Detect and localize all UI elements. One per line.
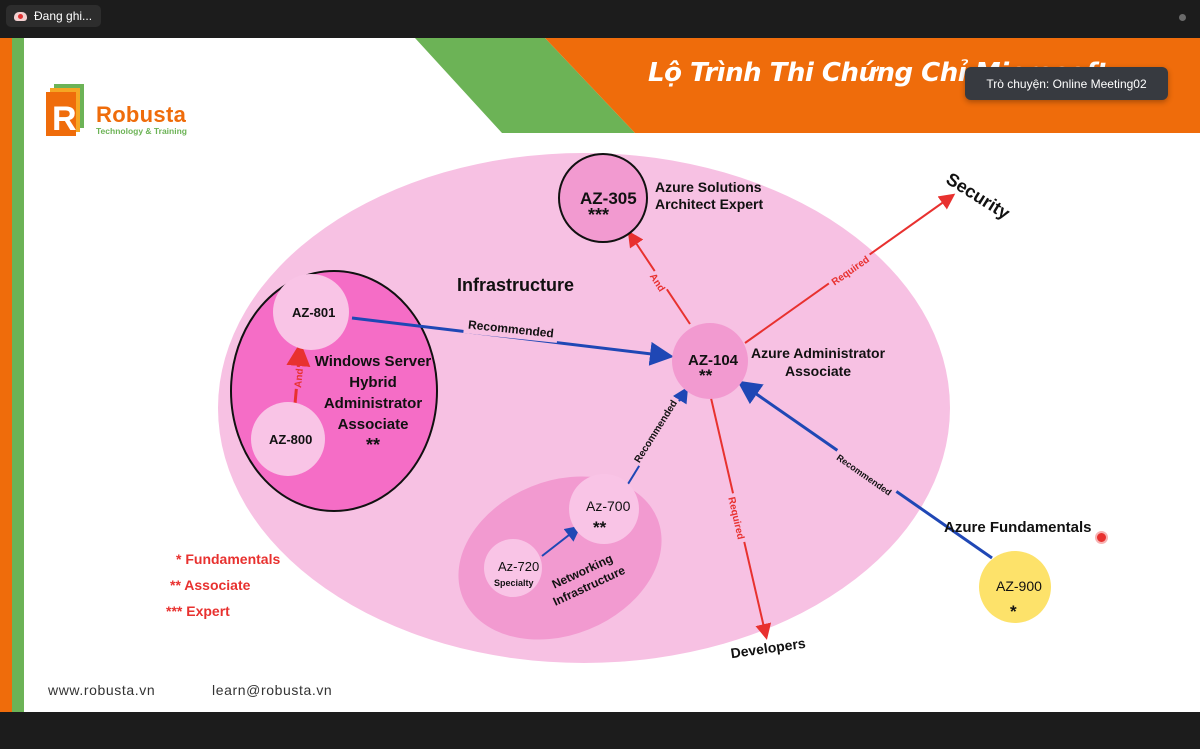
meeting-bottom-bar — [0, 712, 1200, 749]
developers-label: Developers — [730, 635, 807, 661]
chat-tooltip[interactable]: Trò chuyện: Online Meeting02 — [965, 67, 1168, 100]
az720-specialty: Specialty — [494, 578, 534, 588]
and-label-az800: And — [293, 368, 306, 388]
windows-server-line3: Administrator — [323, 395, 423, 412]
recording-indicator[interactable]: Đang ghi... — [6, 5, 102, 27]
az800-node — [251, 402, 325, 476]
certification-diagram: Recommended And And Required Required Re… — [218, 153, 1051, 663]
az801-code: AZ-801 — [292, 305, 336, 320]
cloud-record-icon — [14, 11, 27, 21]
shared-slide: Lộ Trình Thi Chứng Chỉ Microsoft R Robus… — [0, 38, 1200, 712]
az720-code: Az-720 — [498, 559, 540, 574]
az305-level: *** — [588, 205, 610, 225]
windows-server-line4: Associate — [337, 416, 409, 433]
az305-title-line2: Architect Expert — [655, 196, 764, 212]
footer-email: learn@robusta.vn — [212, 682, 333, 698]
meeting-top-bar: Đang ghi... — [0, 0, 1200, 38]
robusta-logo: R Robusta Technology & Training — [46, 84, 206, 140]
orange-side-stripe — [0, 38, 12, 712]
az900-level: * — [1010, 602, 1017, 621]
infrastructure-label: Infrastructure — [457, 275, 575, 295]
windows-server-level: ** — [365, 435, 380, 455]
az104-title: Azure Administrator Associate — [751, 344, 885, 380]
windows-server-line1: Windows Server — [314, 353, 432, 370]
az900-code: AZ-900 — [996, 578, 1042, 594]
az700-level: ** — [593, 518, 607, 537]
az104-title-line1: Azure Administrator — [751, 345, 886, 361]
az720-node — [484, 539, 542, 597]
az900-title: Azure Fundamentals — [944, 519, 1092, 536]
legend-fundamentals: * Fundamentals — [176, 551, 281, 567]
az104-code: AZ-104 — [688, 352, 739, 369]
svg-text:R: R — [52, 100, 77, 138]
security-label: Security — [943, 169, 1014, 224]
robusta-logo-mark-icon: R — [46, 84, 84, 138]
az305-node — [558, 153, 648, 243]
infrastructure-ellipse — [218, 153, 950, 663]
legend-associate: ** Associate — [170, 577, 251, 593]
logo-tagline: Technology & Training — [96, 126, 187, 136]
az104-title-line2: Associate — [784, 363, 852, 379]
green-side-stripe — [12, 38, 24, 712]
windows-server-title: Windows Server Hybrid Administrator Asso… — [312, 351, 434, 456]
az900-node — [979, 551, 1051, 623]
az801-node — [273, 274, 349, 350]
az305-title-line1: Azure Solutions — [655, 179, 762, 195]
az700-code: Az-700 — [586, 498, 631, 514]
footer-website: www.robusta.vn — [48, 682, 156, 698]
az700-node — [569, 474, 639, 544]
az305-code: AZ-305 — [580, 189, 637, 208]
status-dot-icon — [1179, 14, 1186, 21]
windows-server-line2: Hybrid — [349, 374, 397, 391]
az104-level: ** — [699, 366, 713, 385]
legend-expert: *** Expert — [166, 603, 230, 619]
header-band — [415, 38, 1200, 133]
az104-node — [672, 323, 748, 399]
az800-code: AZ-800 — [269, 432, 313, 447]
az720-to-az700-arrow — [541, 525, 582, 557]
az305-title: Azure Solutions Architect Expert — [655, 179, 763, 213]
logo-name: Robusta — [96, 102, 187, 127]
pointer-dot-icon — [1095, 531, 1108, 544]
recording-label: Đang ghi... — [34, 9, 93, 23]
